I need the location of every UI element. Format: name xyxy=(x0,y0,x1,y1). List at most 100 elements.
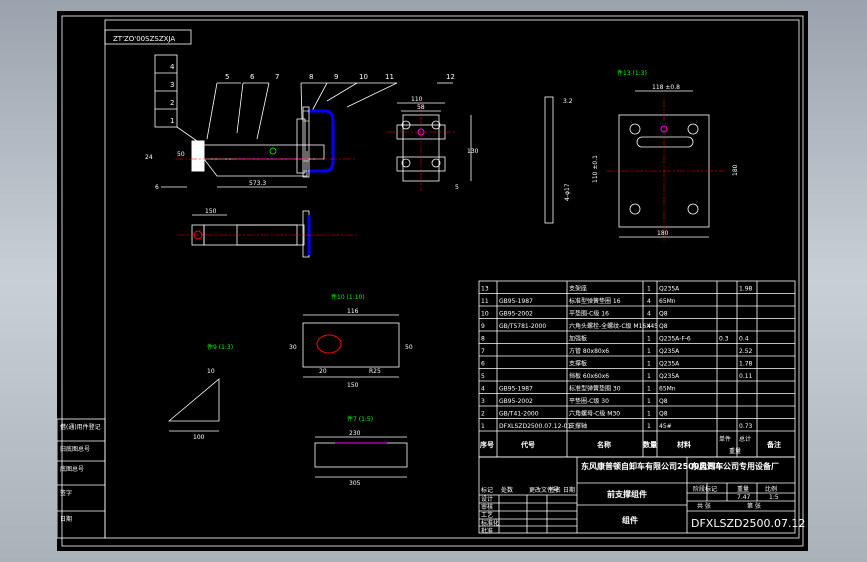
bom-header-code: 代号 xyxy=(520,440,535,449)
title-project: 东风康普顿自卸车有限公司2500自卸车 xyxy=(581,461,723,471)
bom-cell-mat: Q8 xyxy=(659,311,668,318)
bom-header-total: 总计 xyxy=(739,435,751,443)
stamp-box xyxy=(104,29,192,45)
title-sheet-total: 共 张 xyxy=(697,502,711,510)
part13-title: 件13 (1:3) xyxy=(617,69,647,77)
balloon-5b: 5 xyxy=(455,184,459,191)
bom-cell-name: 加强板 xyxy=(569,335,587,343)
bom-cell-name: 方管 80x80x6 xyxy=(569,347,609,355)
bom-header-unit: 单件 xyxy=(719,435,731,443)
bom-cell-no: 4 xyxy=(481,386,485,393)
balloon-9: 9 xyxy=(334,73,338,81)
title-weight: 7.47 xyxy=(737,494,751,501)
bom-cell-no: 3 xyxy=(481,398,485,405)
bom-cell-qty: 1 xyxy=(647,336,651,343)
bom-cell-qty: 1 xyxy=(647,411,651,418)
bom-cell-name: 挡板 60x60x6 xyxy=(569,372,609,380)
dim-side-110: 110 xyxy=(411,96,423,103)
bom-cell-name: 支撑板 xyxy=(569,360,587,368)
bom-cell-name: 支撑轴 xyxy=(569,422,587,430)
dim-p10-20: 20 xyxy=(319,368,327,375)
part9-view: 件9 (1:3) 100 10 xyxy=(167,343,233,441)
bom-cell-total-weight: 1.98 xyxy=(739,286,753,293)
bom-cell-name: 标准型弹簧垫圈 30 xyxy=(569,385,621,393)
bom-cell-mat: Q235A xyxy=(659,373,680,380)
bom-cell-mat: Q235A xyxy=(659,361,680,368)
bom-cell-no: 9 xyxy=(481,323,485,330)
change-header: 更改文件号 xyxy=(529,486,559,494)
bom-cell-code: GB95-1987 xyxy=(499,386,533,393)
main-front-view: 4 3 2 1 5 6 7 8 9 10 11 12 xyxy=(145,54,455,191)
bom-cell-total-weight: 0.73 xyxy=(739,423,753,430)
bom-cell-no: 1 xyxy=(481,423,485,430)
balloon-3: 3 xyxy=(170,81,174,89)
title-block: 东风康普顿自卸车有限公司2500自卸车 东风汽车公司专用设备厂 前支撑组件 组件… xyxy=(478,456,805,535)
bom-cell-code: GB95-2002 xyxy=(499,311,533,318)
change-header: 标记 xyxy=(481,486,493,494)
dim-p7-230: 230 xyxy=(349,430,361,437)
bom-cell-mat: Q8 xyxy=(659,323,668,330)
title-assembly: 前支撑组件 xyxy=(607,489,647,499)
dim-p10-116: 116 xyxy=(347,308,359,315)
dim-main-a: 24 xyxy=(145,154,153,161)
sign-row-label: 设计 xyxy=(481,495,493,503)
dim-p13-180v: 180 xyxy=(732,164,739,176)
part7-title: 件7 (1:5) xyxy=(347,415,373,423)
bom-cell-no: 13 xyxy=(481,286,489,293)
bom-cell-total-weight: 2.52 xyxy=(739,348,753,355)
balloon-6: 6 xyxy=(250,73,255,81)
part10-view: 件10 (1:10) 116 150 30 50 R25 20 xyxy=(289,293,413,389)
bom-cell-qty: 4 xyxy=(647,323,651,330)
bom-cell-qty: 1 xyxy=(647,361,651,368)
bom-cell-name: 六角螺母-C级 M30 xyxy=(569,410,620,418)
dim-p13-180h: 180 xyxy=(657,230,669,237)
dim-main-b: 50 xyxy=(177,151,185,158)
bom-cell-name: 平垫圈-C级 16 xyxy=(569,310,609,318)
change-header: 处数 xyxy=(501,486,513,494)
dim-p13-110: 110 ±0.1 xyxy=(592,155,599,183)
drawing-canvas: ZT'ZO'00SZSZXJA 4 3 2 1 5 6 7 8 9 10 11 … xyxy=(57,15,805,547)
bom-cell-qty: 4 xyxy=(647,298,651,305)
part9-title: 件9 (1:3) xyxy=(207,343,233,351)
bom-cell-no: 7 xyxy=(481,348,485,355)
outer-border xyxy=(61,15,804,547)
bom-cell-no: 11 xyxy=(481,298,489,305)
part7-view: 件7 (1:5) 230 305 xyxy=(314,415,408,487)
bom-cell-name: 支架座 xyxy=(569,285,587,293)
title-company: 东风汽车公司专用设备厂 xyxy=(691,461,779,471)
left-strip-label: 借(通)用件登记 xyxy=(60,423,101,431)
balloon-10: 10 xyxy=(359,73,368,81)
balloon-6b: 6 xyxy=(155,184,159,191)
bom-header-name: 名称 xyxy=(597,440,611,449)
bom-cell-mat: Q235A-F-6 xyxy=(659,336,691,343)
dim-p10-50: 50 xyxy=(405,344,413,351)
bom-cell-qty: 1 xyxy=(647,423,651,430)
bom-cell-no: 5 xyxy=(481,373,485,380)
bom-cell-mat: 65Mn xyxy=(659,298,676,305)
balloon-1: 1 xyxy=(170,117,174,125)
bom-cell-code: DFXLSZD2500.07.12-01 xyxy=(499,423,571,430)
title-drawing-no: DFXLSZD2500.07.12 xyxy=(691,517,805,530)
bom-cell-qty: 1 xyxy=(647,286,651,293)
left-strip-label: 底图总号 xyxy=(60,465,84,473)
change-header: 签名 xyxy=(549,486,561,494)
sign-row-label: 审核 xyxy=(481,503,493,511)
dim-p10-r25: R25 xyxy=(369,368,381,375)
bom-cell-no: 6 xyxy=(481,361,485,368)
dim-p13-118: 118 ±0.8 xyxy=(652,84,680,91)
bom-cell-code: GB95-2002 xyxy=(499,398,533,405)
cad-viewport[interactable]: ZT'ZO'00SZSZXJA 4 3 2 1 5 6 7 8 9 10 11 … xyxy=(57,11,808,551)
bom-cell-unit-weight: 0.3 xyxy=(719,336,729,343)
balloon-7: 7 xyxy=(275,73,279,81)
bom-header-mat: 材料 xyxy=(676,440,691,449)
bom-cell-code: GB95-1987 xyxy=(499,298,533,305)
bom-cell-qty: 4 xyxy=(647,311,651,318)
bom-cell-mat: 65Mn xyxy=(659,386,676,393)
dim-p13-4phi: 4-φ17 xyxy=(564,183,571,201)
dim-p9-10: 10 xyxy=(207,368,215,375)
balloon-4: 4 xyxy=(170,63,175,71)
bom-cell-total-weight: 0.11 xyxy=(739,373,753,380)
bom-header-weight: 重量 xyxy=(729,447,741,455)
title-weight-label: 重量 xyxy=(737,485,749,493)
